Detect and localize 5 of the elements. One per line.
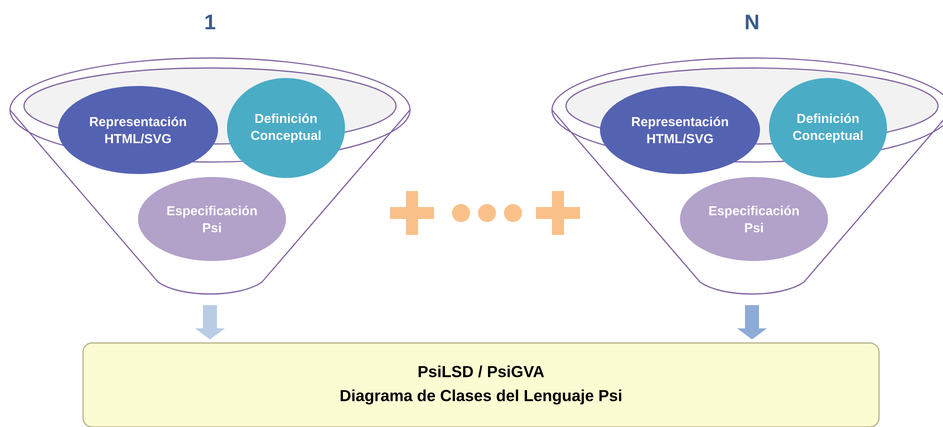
result-box: PsiLSD / PsiGVA Diagrama de Clases del Lenguaje Psi [82, 342, 880, 427]
funnel-number: 1 [205, 14, 216, 30]
arrow [737, 305, 767, 340]
funnel-number: N [746, 14, 758, 30]
arrow [195, 305, 225, 340]
